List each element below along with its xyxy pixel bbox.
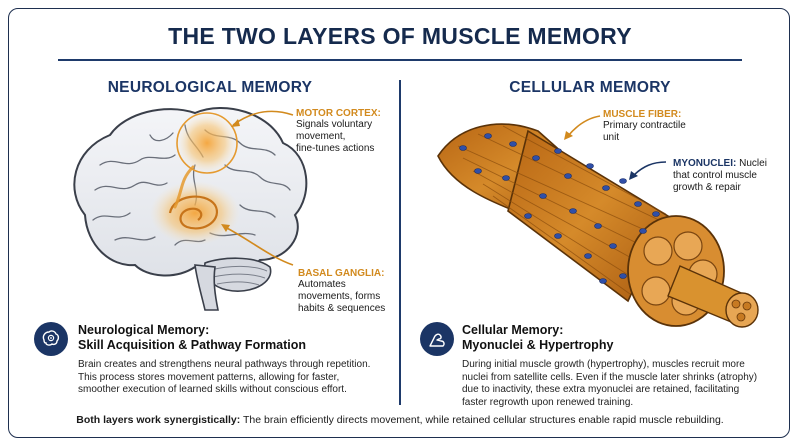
neurological-summary-title: Neurological Memory: Skill Acquisition &… xyxy=(78,323,306,353)
basal-ganglia-line-2: movements, forms xyxy=(298,291,381,302)
cellular-summary-title-line-1: Cellular Memory: xyxy=(462,323,564,337)
flexed-arm-icon xyxy=(420,322,454,356)
neurological-summary-line-1: Brain creates and strengthens neural pat… xyxy=(78,359,371,370)
neurological-summary-line-2: This process stores movement patterns, a… xyxy=(78,371,340,383)
brain-illustration xyxy=(73,106,308,311)
brain-gear-icon xyxy=(34,322,68,356)
footer-note: Both layers work synergistically: The br… xyxy=(0,414,800,426)
footer-bold: Both layers work synergistically: xyxy=(76,414,241,426)
myonuclei-callout: MYONUCLEI: Nuclei that control muscle gr… xyxy=(673,158,767,194)
motor-cortex-line-1: Signals voluntary xyxy=(296,119,373,130)
muscle-fiber-illustration xyxy=(437,115,759,328)
cellular-summary-line-3: due to inactivity, these extra myonuclei… xyxy=(462,384,740,395)
myonuclei-line-1: that control muscle xyxy=(673,170,757,181)
cellular-summary-body: During initial muscle growth (hypertroph… xyxy=(462,359,757,409)
cellular-summary-line-4: faster regrowth upon renewed training. xyxy=(462,396,634,408)
neurological-heading: NEUROLOGICAL MEMORY xyxy=(107,79,313,96)
title-underline xyxy=(58,59,742,61)
myonuclei-line-2: growth & repair xyxy=(673,182,741,193)
basal-ganglia-label: BASAL GANGLIA: xyxy=(298,268,385,279)
myonuclei-line-0: MYONUCLEI: Nuclei xyxy=(673,158,767,170)
motor-cortex-line-2: movement, xyxy=(296,131,346,142)
cellular-summary-title-line-2: Myonuclei & Hypertrophy xyxy=(462,338,614,352)
cellular-summary-line-1: During initial muscle growth (hypertroph… xyxy=(462,359,745,370)
basal-ganglia-line-3: habits & sequences xyxy=(298,303,386,314)
muscle-fiber-line-1: Primary contractile xyxy=(603,120,686,131)
neurological-summary-line-3: smoother execution of learned skills wit… xyxy=(78,384,347,395)
cellular-summary-title: Cellular Memory: Myonuclei & Hypertrophy xyxy=(462,323,613,353)
neurological-summary-title-line-2: Skill Acquisition & Pathway Formation xyxy=(78,338,307,352)
neurological-summary-body: Brain creates and strengthens neural pat… xyxy=(78,359,370,397)
muscle-fiber-line-2: unit xyxy=(603,132,620,143)
motor-cortex-callout: MOTOR CORTEX: Signals voluntary movement… xyxy=(296,108,381,155)
cellular-heading: CELLULAR MEMORY xyxy=(509,79,671,96)
muscle-fiber-label: MUSCLE FIBER: xyxy=(603,109,682,120)
motor-cortex-label: MOTOR CORTEX: xyxy=(296,108,381,119)
muscle-fiber-callout: MUSCLE FIBER: Primary contractile unit xyxy=(603,109,686,144)
column-divider xyxy=(399,80,401,405)
footer-rest: The brain efficiently directs movement, … xyxy=(240,414,724,426)
motor-cortex-line-3: fine-tunes actions xyxy=(296,143,375,154)
page-title: THE TWO LAYERS OF MUSCLE MEMORY xyxy=(168,23,632,49)
neurological-summary-title-line-1: Neurological Memory: xyxy=(78,323,210,337)
myonuclei-label-tail: Nuclei xyxy=(736,158,767,169)
cellular-summary-line-2: nuclei from satellite cells. Even if the… xyxy=(462,371,758,383)
basal-ganglia-line-1: Automates xyxy=(298,279,346,290)
basal-ganglia-callout: BASAL GANGLIA: Automates movements, form… xyxy=(298,268,385,315)
myonuclei-label: MYONUCLEI: xyxy=(673,158,737,169)
